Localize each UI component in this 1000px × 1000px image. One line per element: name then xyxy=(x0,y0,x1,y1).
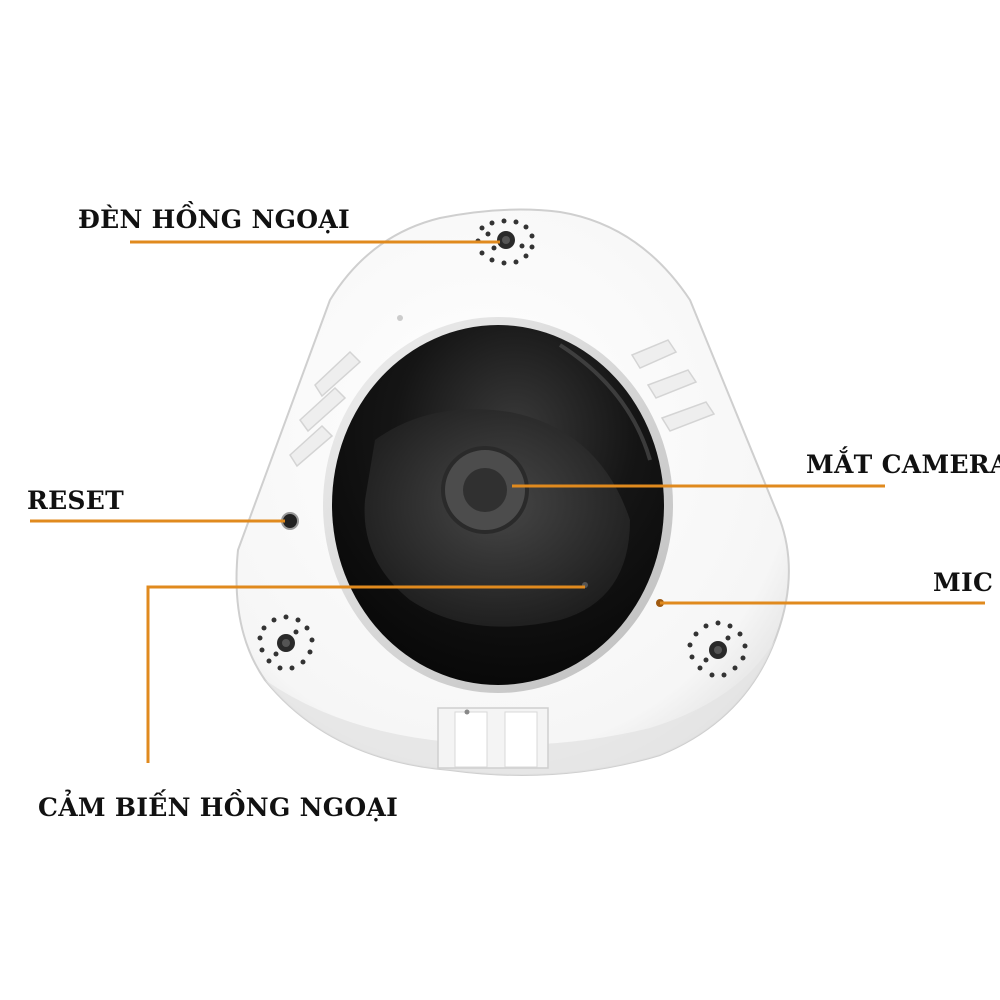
left-vent-slots xyxy=(289,350,362,468)
label-reset: RESET xyxy=(27,486,125,515)
leader-infrared-sensor xyxy=(146,585,585,763)
right-ir-led-cluster xyxy=(687,620,748,678)
body-bottom-shade xyxy=(265,640,775,775)
label-mic: MIC xyxy=(933,568,994,597)
leader-lines xyxy=(30,240,985,763)
camera-eye-core xyxy=(463,468,507,512)
left-ir-led-cluster xyxy=(257,614,315,671)
top-ir-led-cluster xyxy=(475,218,535,266)
label-infrared-led: ĐÈN HỒNG NGOẠI xyxy=(78,205,351,234)
lens-highlight xyxy=(558,343,652,461)
bottom-bracket xyxy=(437,707,549,769)
top-small-dot xyxy=(397,315,403,321)
right-vent-slots xyxy=(630,339,716,432)
label-camera-lens: MẮT CAMERA xyxy=(806,450,1000,479)
label-infrared-sensor: CẢM BIẾN HỒNG NGOẠI xyxy=(38,793,399,822)
